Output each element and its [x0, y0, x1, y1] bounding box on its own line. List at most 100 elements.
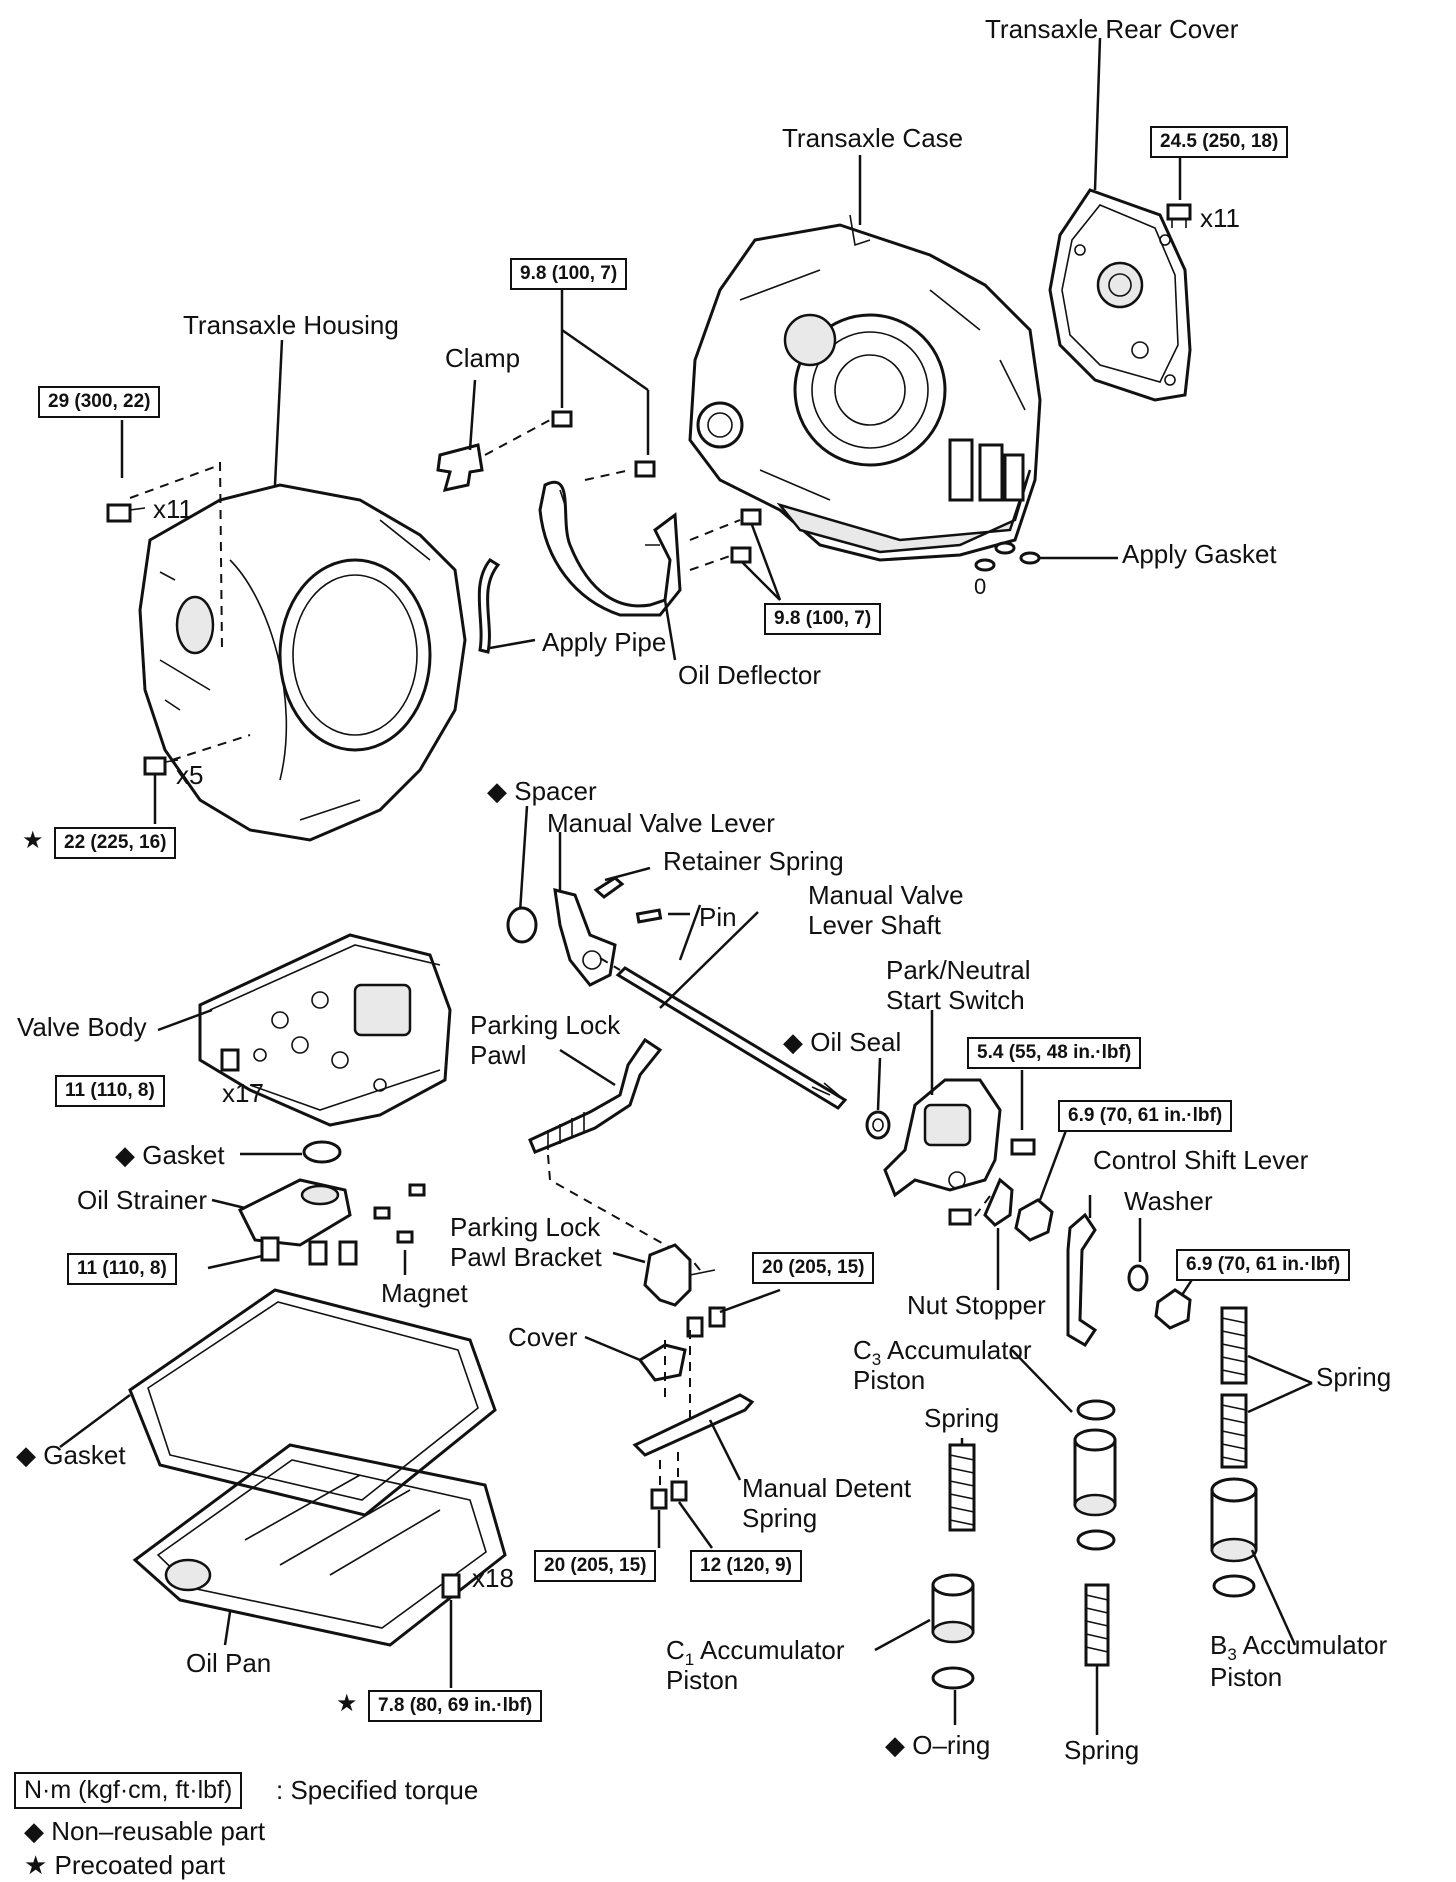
nut-upper: [1014, 1198, 1054, 1242]
c1-prefix: C: [666, 1635, 685, 1665]
rear-cover-bolt: [1166, 203, 1192, 228]
nut-stopper-drawing: [983, 1177, 1014, 1227]
torque-housing-bolt-small: 22 (225, 16): [54, 827, 177, 859]
label-oil-seal: ◆ Oil Seal: [783, 1027, 901, 1057]
c1-oring: [931, 1666, 975, 1690]
valve-body-drawing: [198, 933, 452, 1127]
label-manual-detent-1: Manual Detent: [742, 1473, 912, 1503]
torque-bracket: 20 (205, 15): [752, 1252, 875, 1284]
label-cover: Cover: [508, 1322, 578, 1352]
diamond-icon: ◆: [115, 1140, 135, 1170]
label-b3-piston: Piston: [1210, 1662, 1283, 1692]
label-c3-accumulator: C3 Accumulator: [853, 1335, 1032, 1375]
label-park-neutral-1: Park/Neutral: [886, 955, 1031, 985]
mult-housing: x11: [153, 494, 193, 524]
label-transaxle-rear-cover: Transaxle Rear Cover: [985, 14, 1239, 44]
label-apply-gasket: Apply Gasket: [1122, 539, 1277, 569]
legend-torque-box: N·m (kgf·cm, ft·lbf): [14, 1772, 243, 1809]
valve-body-bolt: [220, 1048, 240, 1072]
c3-ring-bottom: [1076, 1529, 1116, 1551]
oil-pan-drawing: [132, 1443, 507, 1647]
torque-clamp-bolt: 9.8 (100, 7): [510, 258, 628, 290]
oil-pan-bolt: [441, 1573, 461, 1599]
gasket-upper-text: Gasket: [142, 1140, 225, 1170]
c3-subscript: 3: [871, 1350, 882, 1370]
strainer-bolts: [260, 1236, 358, 1266]
star-icon: ★: [336, 1690, 358, 1717]
b3-suffix: Accumulator: [1236, 1630, 1388, 1660]
label-pawl-bracket-2: Pawl Bracket: [450, 1242, 602, 1272]
apply-gasket-washers: [974, 541, 1041, 572]
spring-right-bottom-drawing: [1220, 1393, 1248, 1469]
strainer-gasket-drawing: [302, 1140, 342, 1164]
c1-suffix: Accumulator: [694, 1635, 845, 1665]
oil-strainer-drawing: [237, 1178, 352, 1247]
transaxle-rear-cover-drawing: [1048, 188, 1192, 402]
switch-bolt-lower: [948, 1208, 972, 1226]
detent-bolts: [650, 1480, 688, 1510]
label-retainer-spring: Retainer Spring: [663, 846, 844, 876]
housing-bolt: [106, 503, 146, 523]
torque-housing-bolt: 29 (300, 22): [38, 386, 161, 418]
torque-strainer: 11 (110, 8): [67, 1253, 177, 1285]
manual-valve-lever-shaft-drawing: [615, 966, 848, 1110]
diamond-icon: ◆: [24, 1816, 44, 1846]
label-oil-deflector: Oil Deflector: [678, 660, 822, 690]
torque-oil-pan: 7.8 (80, 69 in.·lbf): [368, 1690, 543, 1722]
mult-housing-small: x5: [176, 760, 204, 790]
washer-drawing: [1127, 1264, 1149, 1292]
control-shift-lever-drawing: [1066, 1212, 1098, 1348]
spring-bottom-drawing: [1084, 1583, 1110, 1667]
label-oil-strainer: Oil Strainer: [77, 1185, 208, 1215]
label-c1-accumulator: C1 Accumulator: [666, 1635, 845, 1675]
label-spring-mid: Spring: [924, 1403, 1000, 1433]
manual-detent-spring-drawing: [632, 1393, 755, 1457]
apply-pipe-drawing: [477, 558, 501, 654]
label-b3-accumulator: B3 Accumulator: [1210, 1630, 1387, 1670]
parking-lock-pawl-drawing: [528, 1037, 663, 1154]
star-icon: ★: [24, 1850, 48, 1880]
retainer-spring-drawing: [593, 876, 625, 899]
switch-bolt-upper: [1010, 1138, 1036, 1156]
clamp-bolt: [551, 410, 573, 428]
label-manual-valve-lever-shaft-1: Manual Valve: [808, 880, 964, 910]
transaxle-housing-drawing: [138, 483, 467, 842]
label-gasket-upper: ◆ Gasket: [115, 1140, 225, 1170]
label-gasket-lower: ◆ Gasket: [16, 1440, 126, 1470]
housing-bolt-small: [143, 756, 179, 776]
label-transaxle-housing: Transaxle Housing: [183, 310, 399, 340]
oil-deflector-drawing: [538, 480, 682, 617]
label-manual-detent-2: Spring: [742, 1503, 818, 1533]
legend-torque-text: : Specified torque: [276, 1775, 479, 1805]
label-nut-stopper: Nut Stopper: [907, 1290, 1046, 1320]
star-icon: ★: [22, 827, 44, 854]
torque-nut-lower: 6.9 (70, 61 in.·lbf): [1176, 1249, 1351, 1281]
label-oil-pan: Oil Pan: [186, 1648, 272, 1678]
label-zero: 0: [974, 574, 987, 599]
pawl-bracket-drawing: [643, 1243, 716, 1307]
c3-ring-top: [1076, 1399, 1116, 1421]
magnets: [373, 1183, 426, 1244]
c3-prefix: C: [853, 1335, 872, 1365]
label-apply-pipe: Apply Pipe: [542, 627, 667, 657]
c1-subscript: 1: [684, 1650, 695, 1670]
legend-precoated: ★ Precoated part: [24, 1850, 225, 1880]
torque-rear-cover: 24.5 (250, 18): [1150, 126, 1289, 158]
oil-pan-gasket-drawing: [128, 1288, 497, 1517]
legend-non-reusable: ◆ Non–reusable part: [24, 1816, 265, 1846]
transaxle-case-drawing: [688, 214, 1042, 562]
label-parking-lock-pawl-2: Pawl: [470, 1040, 527, 1070]
label-spacer: ◆ Spacer: [487, 776, 597, 806]
nut-lower: [1154, 1288, 1192, 1330]
c3-piston-drawing: [1073, 1428, 1117, 1517]
legend-non-reusable-text: Non–reusable part: [51, 1816, 266, 1846]
label-spring-right: Spring: [1316, 1362, 1392, 1392]
diamond-icon: ◆: [16, 1440, 36, 1470]
b3-ring: [1212, 1574, 1256, 1598]
gasket-lower-text: Gasket: [43, 1440, 126, 1470]
b3-subscript: 3: [1227, 1645, 1237, 1665]
label-valve-body: Valve Body: [17, 1012, 147, 1042]
label-manual-valve-lever-shaft-2: Lever Shaft: [808, 910, 941, 940]
